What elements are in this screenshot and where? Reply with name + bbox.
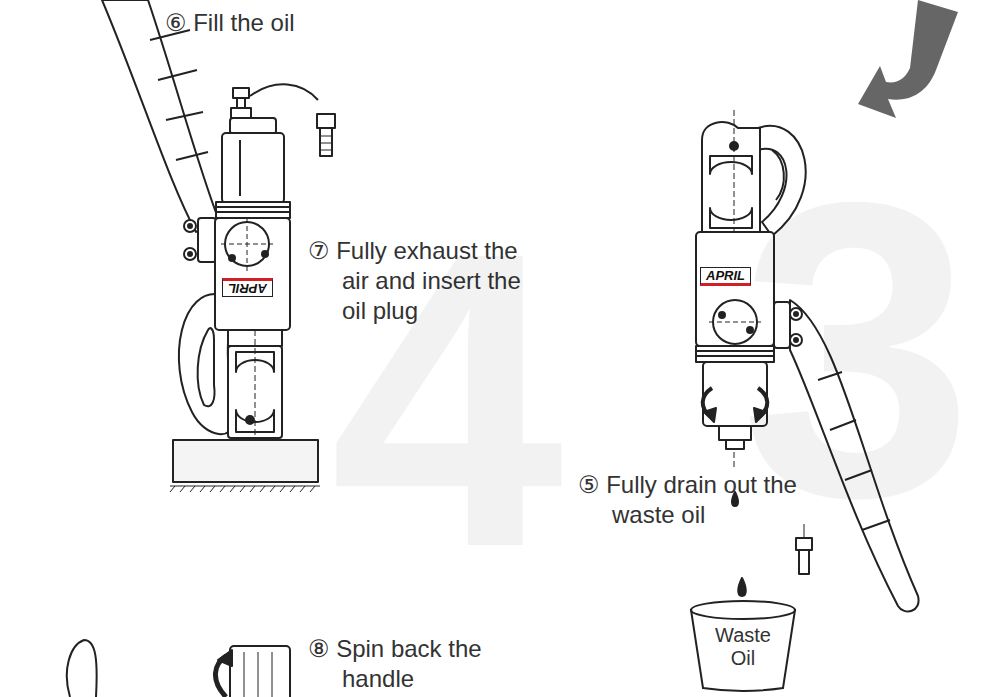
waste-oil-bucket: Waste Oil (688, 598, 798, 692)
crimper-left (102, 0, 335, 492)
flow-arrow (858, 0, 958, 118)
watermark-number: 4 (330, 190, 564, 610)
bucket-label: Waste Oil (712, 624, 774, 670)
brand-logo: APRIL (222, 278, 273, 297)
watermark-number: 3 (740, 140, 974, 560)
step-label: ⑥ Fill the oil (165, 8, 295, 38)
step-label: ⑧ Spin back the handle (308, 634, 532, 694)
crimper-bottom (67, 640, 290, 697)
